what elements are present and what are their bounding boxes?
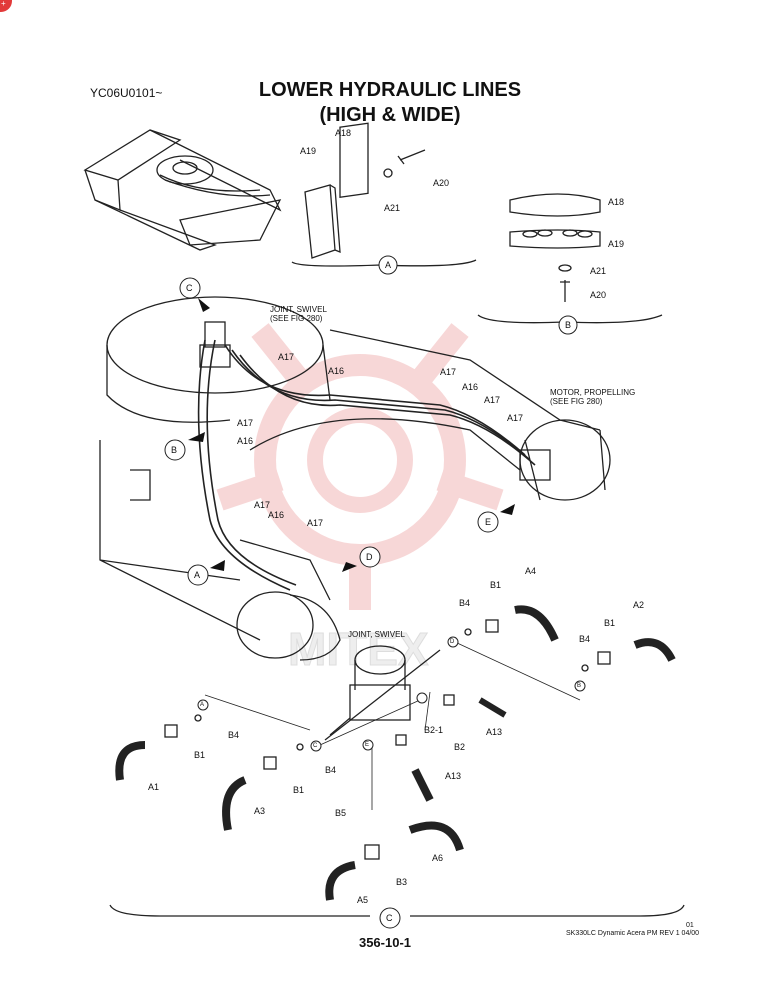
callout-b-small: B bbox=[577, 683, 582, 689]
detail-c-bracket bbox=[109, 904, 685, 917]
callout-a-small: A bbox=[200, 702, 205, 708]
caption-motor-propelling: MOTOR, PROPELLING (SEE FIG 280) bbox=[550, 388, 636, 406]
page-title: LOWER HYDRAULIC LINES (HIGH & WIDE) bbox=[200, 78, 580, 128]
part-a17-main-4: A17 bbox=[484, 395, 501, 405]
part-b1-right-1: B1 bbox=[490, 580, 502, 590]
direction-arrows bbox=[188, 298, 515, 572]
part-a18-detail-a: A18 bbox=[335, 128, 352, 138]
lower-motor bbox=[236, 591, 341, 661]
part-a13-2: A13 bbox=[445, 771, 462, 781]
part-a4: A4 bbox=[525, 566, 537, 576]
caption-joint-swivel: JOINT, SWIVEL bbox=[348, 630, 405, 639]
revision-model: SK330LC Dynamic Acera PM REV 1 04/00 bbox=[566, 930, 700, 937]
title-line-2: (HIGH & WIDE) bbox=[319, 104, 461, 126]
part-a2: A2 bbox=[633, 600, 645, 610]
callout-c-bottom: C bbox=[386, 913, 393, 923]
part-b4-left-1: B4 bbox=[228, 730, 240, 740]
part-b2-1: B2-1 bbox=[424, 725, 444, 735]
part-a17-main-3: A17 bbox=[440, 367, 457, 377]
part-a17-main-2: A17 bbox=[237, 418, 254, 428]
part-a19-detail-a: A19 bbox=[300, 146, 317, 156]
callout-b-detail: B bbox=[565, 320, 572, 330]
revision-number: 01 bbox=[686, 922, 694, 929]
callout-a-main: A bbox=[194, 570, 201, 580]
part-a21-detail-a: A21 bbox=[384, 203, 401, 213]
callout-d-small: D bbox=[450, 639, 455, 645]
callout-c-main: C bbox=[186, 283, 193, 293]
part-a20-detail-a: A20 bbox=[433, 178, 450, 188]
callout-a-detail: A bbox=[385, 260, 392, 270]
part-a20-detail-b: A20 bbox=[590, 290, 607, 300]
caption-joint-swivel-ref: JOINT, SWIVEL (SEE FIG 280) bbox=[270, 305, 327, 323]
part-a13-1: A13 bbox=[486, 727, 503, 737]
part-a6: A6 bbox=[432, 853, 444, 863]
part-a17-main-6: A17 bbox=[254, 500, 271, 510]
part-a21-detail-b: A21 bbox=[590, 266, 607, 276]
callout-b-main: B bbox=[171, 445, 178, 455]
part-a1: A1 bbox=[148, 782, 160, 792]
page-number: 356-10-1 bbox=[358, 935, 412, 950]
main-frame bbox=[99, 296, 601, 641]
callout-e-main: E bbox=[485, 517, 492, 527]
part-b1-left-2: B1 bbox=[293, 785, 305, 795]
part-b5: B5 bbox=[335, 808, 347, 818]
part-b3: B3 bbox=[396, 877, 408, 887]
callout-c-small: C bbox=[313, 743, 318, 749]
part-a3: A3 bbox=[254, 806, 266, 816]
swivel-joint-main bbox=[199, 321, 231, 368]
revision-info: 01 SK330LC Dynamic Acera PM REV 1 04/00 bbox=[566, 922, 699, 938]
undercarriage-thumbnail bbox=[83, 129, 282, 251]
propelling-motor bbox=[519, 419, 611, 501]
part-b1-left-1: B1 bbox=[194, 750, 206, 760]
part-b4-right-1: B4 bbox=[459, 598, 471, 608]
hose-bundle bbox=[197, 339, 536, 591]
swivel-joint-exploded bbox=[324, 645, 441, 741]
part-a19-detail-b: A19 bbox=[608, 239, 625, 249]
part-a17-main-7: A17 bbox=[307, 518, 324, 528]
callout-circles bbox=[164, 255, 586, 929]
part-b4-right-2: B4 bbox=[579, 634, 591, 644]
part-a16-main-1: A16 bbox=[328, 366, 345, 376]
part-a18-detail-b: A18 bbox=[608, 197, 625, 207]
part-b2: B2 bbox=[454, 742, 466, 752]
part-a5: A5 bbox=[357, 895, 369, 905]
title-line-1: LOWER HYDRAULIC LINES bbox=[258, 79, 522, 101]
detail-b-clamp bbox=[477, 193, 663, 324]
line-art bbox=[83, 122, 685, 917]
callout-d-main: D bbox=[366, 552, 373, 562]
callout-e-small: E bbox=[365, 742, 370, 748]
loose-fittings bbox=[115, 605, 676, 901]
part-a16-main-4: A16 bbox=[268, 510, 285, 520]
serial-range: YC06U0101~ bbox=[90, 86, 163, 100]
part-a17-main-1: A17 bbox=[278, 352, 295, 362]
part-b4-left-2: B4 bbox=[325, 765, 337, 775]
leader-lines bbox=[204, 641, 581, 810]
plus-icon: + bbox=[1, 0, 6, 8]
part-b1-right-2: B1 bbox=[604, 618, 616, 628]
watermark-logo bbox=[216, 323, 504, 610]
detail-a-clamp bbox=[291, 122, 477, 267]
part-a16-main-3: A16 bbox=[462, 382, 479, 392]
part-a17-main-5: A17 bbox=[507, 413, 524, 423]
part-a16-main-2: A16 bbox=[237, 436, 254, 446]
